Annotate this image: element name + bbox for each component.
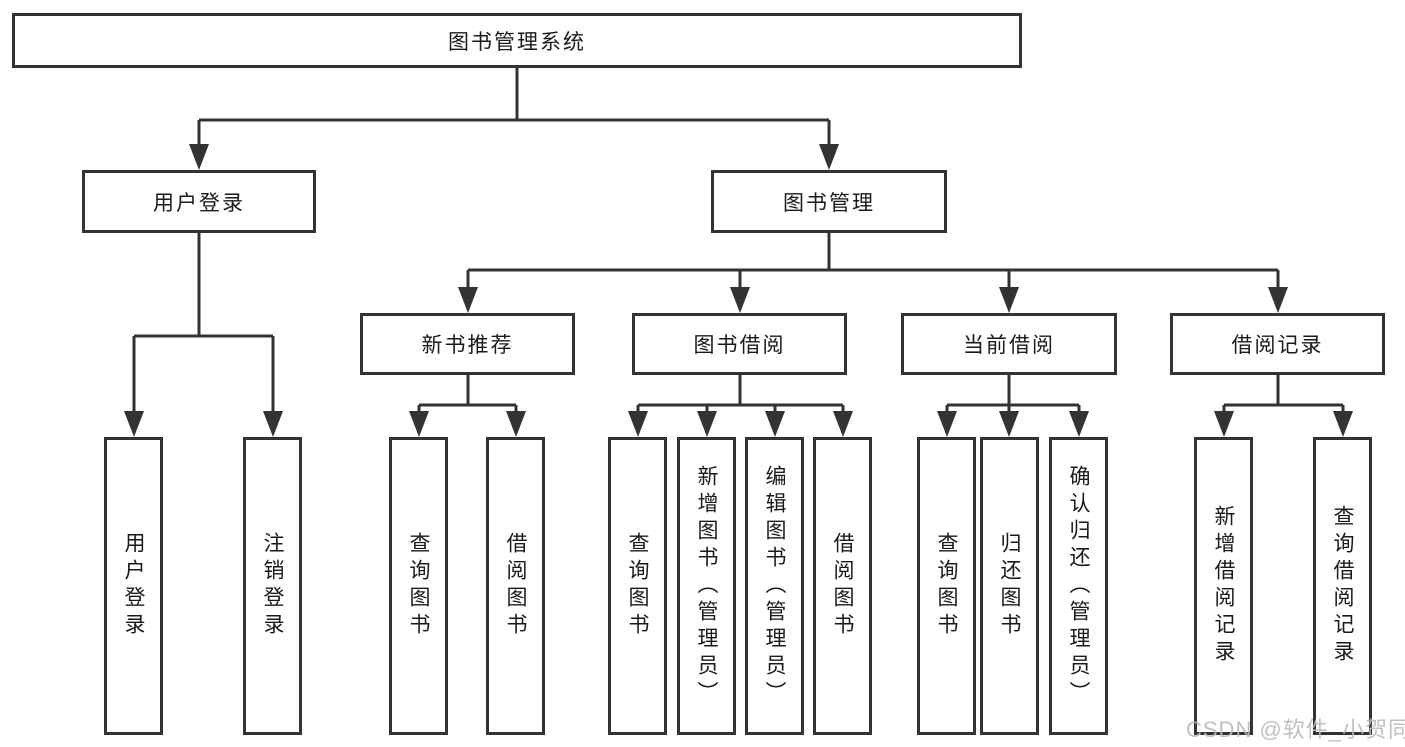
leaf-edit-books-admin: 编辑图书（管理员） [745, 437, 804, 735]
leaf-add-books-admin: 新增图书（管理员） [677, 437, 736, 735]
node-book-borrow: 图书借阅 [632, 313, 847, 375]
node-book-management-label: 图书管理 [783, 191, 875, 215]
node-borrow-records-label: 借阅记录 [1231, 334, 1324, 357]
arrowhead [458, 287, 478, 313]
node-current-borrow: 当前借阅 [901, 313, 1117, 375]
node-book-management: 图书管理 [711, 170, 947, 233]
arrowheads [124, 144, 1353, 437]
leaf-query-borrow-record: 查询借阅记录 [1313, 437, 1372, 735]
leaf-add-borrow-record: 新增借阅记录 [1194, 437, 1253, 735]
arrowhead [263, 411, 283, 437]
connector-book-mgmt-to-modules [466, 233, 1280, 292]
arrowhead [937, 411, 957, 437]
node-user-login-label: 用户登录 [153, 191, 245, 215]
node-root-system: 图书管理系统 [12, 13, 1022, 68]
leaf-borrow-books-recommend: 借阅图书 [486, 437, 545, 735]
node-borrow-records: 借阅记录 [1170, 313, 1385, 375]
connector-current-borrow-to-leaves [945, 375, 1081, 416]
arrowhead [124, 411, 144, 437]
arrowhead [999, 411, 1019, 437]
csdn-watermark: CSDN @软件_小贺同学 [1186, 717, 1405, 742]
arrowhead [819, 144, 839, 170]
arrowhead [506, 411, 526, 437]
arrowhead [833, 411, 853, 437]
arrowhead [1214, 411, 1234, 437]
node-book-borrow-label: 图书借阅 [693, 334, 786, 357]
leaf-confirm-return-admin: 确认归还（管理员） [1049, 437, 1108, 735]
arrowhead [999, 287, 1019, 313]
leaf-return-books: 归还图书 [980, 437, 1039, 735]
leaf-query-books-current: 查询图书 [917, 437, 976, 735]
node-root-label: 图书管理系统 [448, 30, 586, 54]
arrowhead [189, 144, 209, 170]
connector-root-to-branches [197, 68, 831, 150]
node-current-borrow-label: 当前借阅 [963, 334, 1055, 357]
connector-user-login-to-leaves [132, 233, 275, 416]
connector-book-borrow-to-leaves [636, 375, 845, 416]
leaf-user-login: 用户登录 [104, 437, 163, 735]
connector-new-book-to-leaves [417, 375, 518, 416]
leaf-logout: 注销登录 [243, 437, 302, 735]
node-user-login: 用户登录 [82, 170, 316, 233]
node-new-book-recommend-label: 新书推荐 [421, 334, 514, 357]
arrowhead [765, 411, 785, 437]
arrowhead [730, 287, 750, 313]
connector-lines [132, 68, 1345, 416]
arrowhead [1333, 411, 1353, 437]
node-new-book-recommend: 新书推荐 [360, 313, 575, 375]
arrowhead [628, 411, 648, 437]
arrowhead [1069, 411, 1089, 437]
leaf-query-books-recommend: 查询图书 [389, 437, 448, 735]
arrowhead [697, 411, 717, 437]
leaf-query-books-borrow: 查询图书 [608, 437, 667, 735]
arrowhead [1268, 287, 1288, 313]
connector-borrow-records-to-leaves [1222, 375, 1345, 416]
arrowhead [409, 411, 429, 437]
leaf-borrow-books: 借阅图书 [813, 437, 872, 735]
